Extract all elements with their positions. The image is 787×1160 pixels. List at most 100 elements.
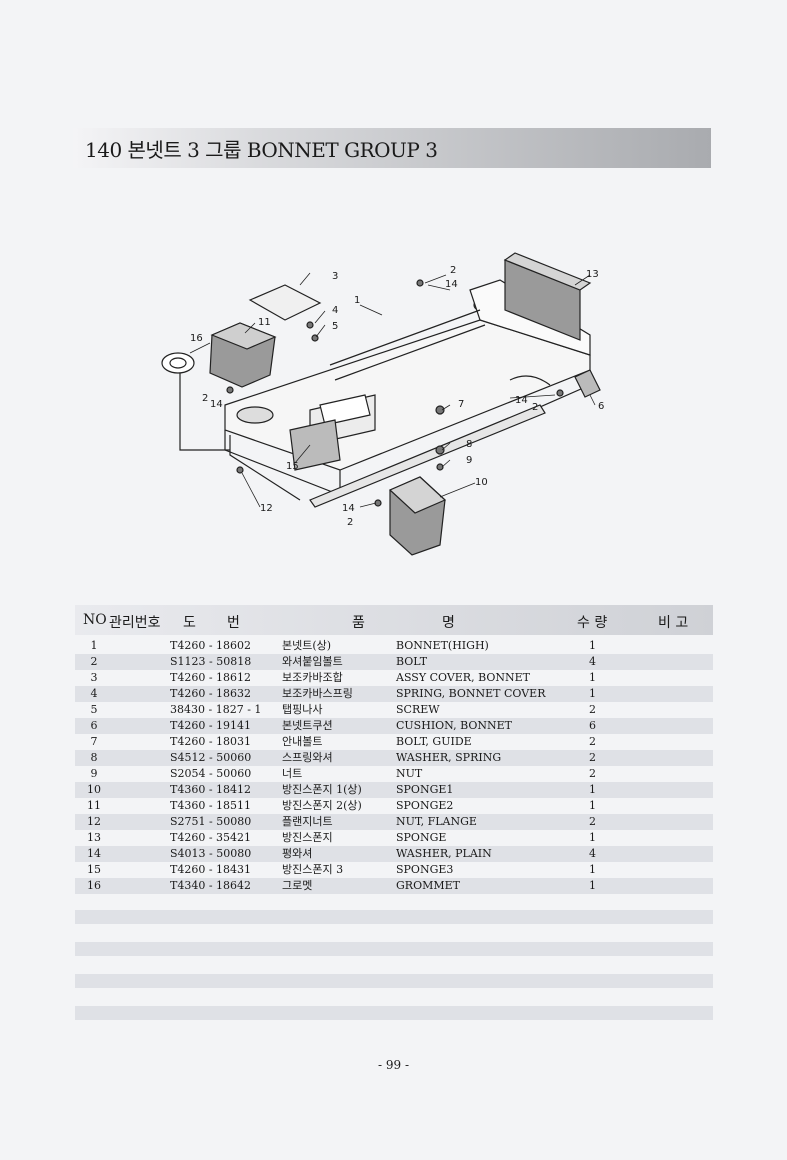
cell-english-name: NUT, FLANGE (396, 815, 477, 828)
callout-2c: 2 (532, 402, 538, 413)
bonnet-body (224, 279, 591, 508)
callout-12: 12 (260, 503, 273, 514)
cell-no: 7 (90, 735, 98, 748)
table-empty-row (75, 942, 713, 956)
cell-english-name: GROMMET (396, 879, 460, 892)
cell-english-name: WASHER, SPRING (396, 751, 502, 764)
cell-korean-name: 플랜지너트 (282, 815, 333, 828)
cell-no: 11 (87, 799, 101, 812)
cell-english-name: SPONGE (396, 831, 447, 844)
cell-no: 13 (87, 831, 101, 844)
callout-16: 16 (190, 333, 203, 344)
cell-quantity: 1 (589, 799, 596, 812)
cell-quantity: 1 (589, 687, 596, 700)
cell-part-number: S2054 - 50060 (170, 767, 252, 780)
callout-4: 4 (332, 305, 338, 316)
cell-korean-name: 보조카바조합 (282, 671, 343, 684)
header-part-b: 번 (227, 615, 240, 631)
part-grommet-16 (161, 352, 230, 451)
part-sponge-11 (209, 322, 277, 388)
callout-14d: 14 (342, 503, 355, 514)
callout-labels: 1 2 2 2 2 3 4 5 6 7 8 9 10 11 12 13 14 1… (190, 265, 604, 528)
cell-part-number: T4260 - 18612 (170, 671, 252, 684)
cell-english-name: SCREW (396, 703, 440, 716)
cell-part-number: T4260 - 35421 (170, 831, 252, 844)
cell-no: 9 (90, 767, 98, 780)
callout-2a: 2 (450, 265, 456, 276)
cell-no: 5 (90, 703, 98, 716)
header-name-a: 품 (352, 615, 365, 631)
cell-english-name: CUSHION, BONNET (396, 719, 513, 732)
cell-korean-name: 와셔붙임볼트 (282, 655, 343, 668)
cell-part-number: T4260 - 18431 (170, 863, 252, 876)
cell-part-number: T4260 - 19141 (170, 719, 252, 732)
callout-9: 9 (466, 455, 472, 466)
cell-no: 12 (87, 815, 101, 828)
cell-no: 6 (90, 719, 98, 732)
cell-english-name: SPONGE2 (396, 799, 454, 812)
cell-quantity: 2 (589, 815, 596, 828)
table-empty-row (75, 1006, 713, 1020)
cell-quantity: 1 (589, 863, 596, 876)
callout-3: 3 (332, 271, 338, 282)
cell-korean-name: 방진스폰지 1(상) (282, 783, 362, 796)
cell-part-number: T4360 - 18511 (170, 799, 252, 812)
cell-quantity: 2 (589, 751, 596, 764)
cell-quantity: 4 (589, 847, 596, 860)
table-empty-row (75, 910, 713, 924)
callout-6: 6 (598, 401, 604, 412)
cell-korean-name: 보조카바스프링 (282, 687, 353, 700)
cell-part-number: T4260 - 18632 (170, 687, 252, 700)
callout-8: 8 (466, 439, 472, 450)
callout-10: 10 (475, 477, 488, 488)
cell-korean-name: 본넷트쿠션 (282, 719, 333, 732)
cell-english-name: SPONGE3 (396, 863, 454, 876)
cell-quantity: 2 (589, 735, 596, 748)
header-name-b: 명 (442, 615, 455, 631)
callout-2b: 2 (202, 393, 208, 404)
cell-quantity: 1 (589, 639, 596, 652)
cell-no: 2 (90, 655, 98, 668)
cell-korean-name: 안내볼트 (282, 735, 323, 748)
cell-part-number: T4260 - 18031 (170, 735, 252, 748)
cell-no: 4 (90, 687, 98, 700)
cell-english-name: BONNET(HIGH) (396, 639, 489, 652)
cell-quantity: 1 (589, 671, 596, 684)
cell-english-name: SPONGE1 (396, 783, 454, 796)
cell-part-number: S4512 - 50060 (170, 751, 252, 764)
callout-7: 7 (458, 399, 464, 410)
table-row: 4 T4260 - 18632 보조카바스프링 SPRING, BONNET COVE… (75, 686, 713, 702)
cell-no: 10 (87, 783, 101, 796)
cell-korean-name: 평와셔 (282, 847, 313, 860)
table-row: 6 T4260 - 19141 본넷트쿠션 CUSHION, BONNET 6 (75, 718, 713, 734)
cell-part-number: S4013 - 50080 (170, 847, 252, 860)
cell-english-name: ASSY COVER, BONNET (396, 671, 530, 684)
cell-korean-name: 방진스폰지 3 (282, 863, 344, 876)
cell-quantity: 4 (589, 655, 596, 668)
cell-part-number: 38430 - 1827 - 1 (170, 703, 262, 716)
cell-english-name: SPRING, BONNET COVER (396, 687, 546, 700)
callout-13: 13 (586, 269, 599, 280)
cell-korean-name: 그로멧 (282, 879, 313, 892)
cell-no: 15 (87, 863, 101, 876)
cell-quantity: 6 (589, 719, 596, 732)
header-part-a: 도 (183, 615, 196, 631)
cell-part-number: T4340 - 18642 (170, 879, 252, 892)
section-title: 140 본넷트 3 그룹 BONNET GROUP 3 (85, 137, 438, 162)
leader-lines (189, 272, 596, 508)
cell-english-name: BOLT, GUIDE (396, 735, 472, 748)
cell-korean-name: 방진스폰지 (282, 831, 333, 844)
cell-quantity: 1 (589, 783, 596, 796)
callout-5: 5 (332, 321, 338, 332)
cell-quantity: 1 (589, 831, 596, 844)
